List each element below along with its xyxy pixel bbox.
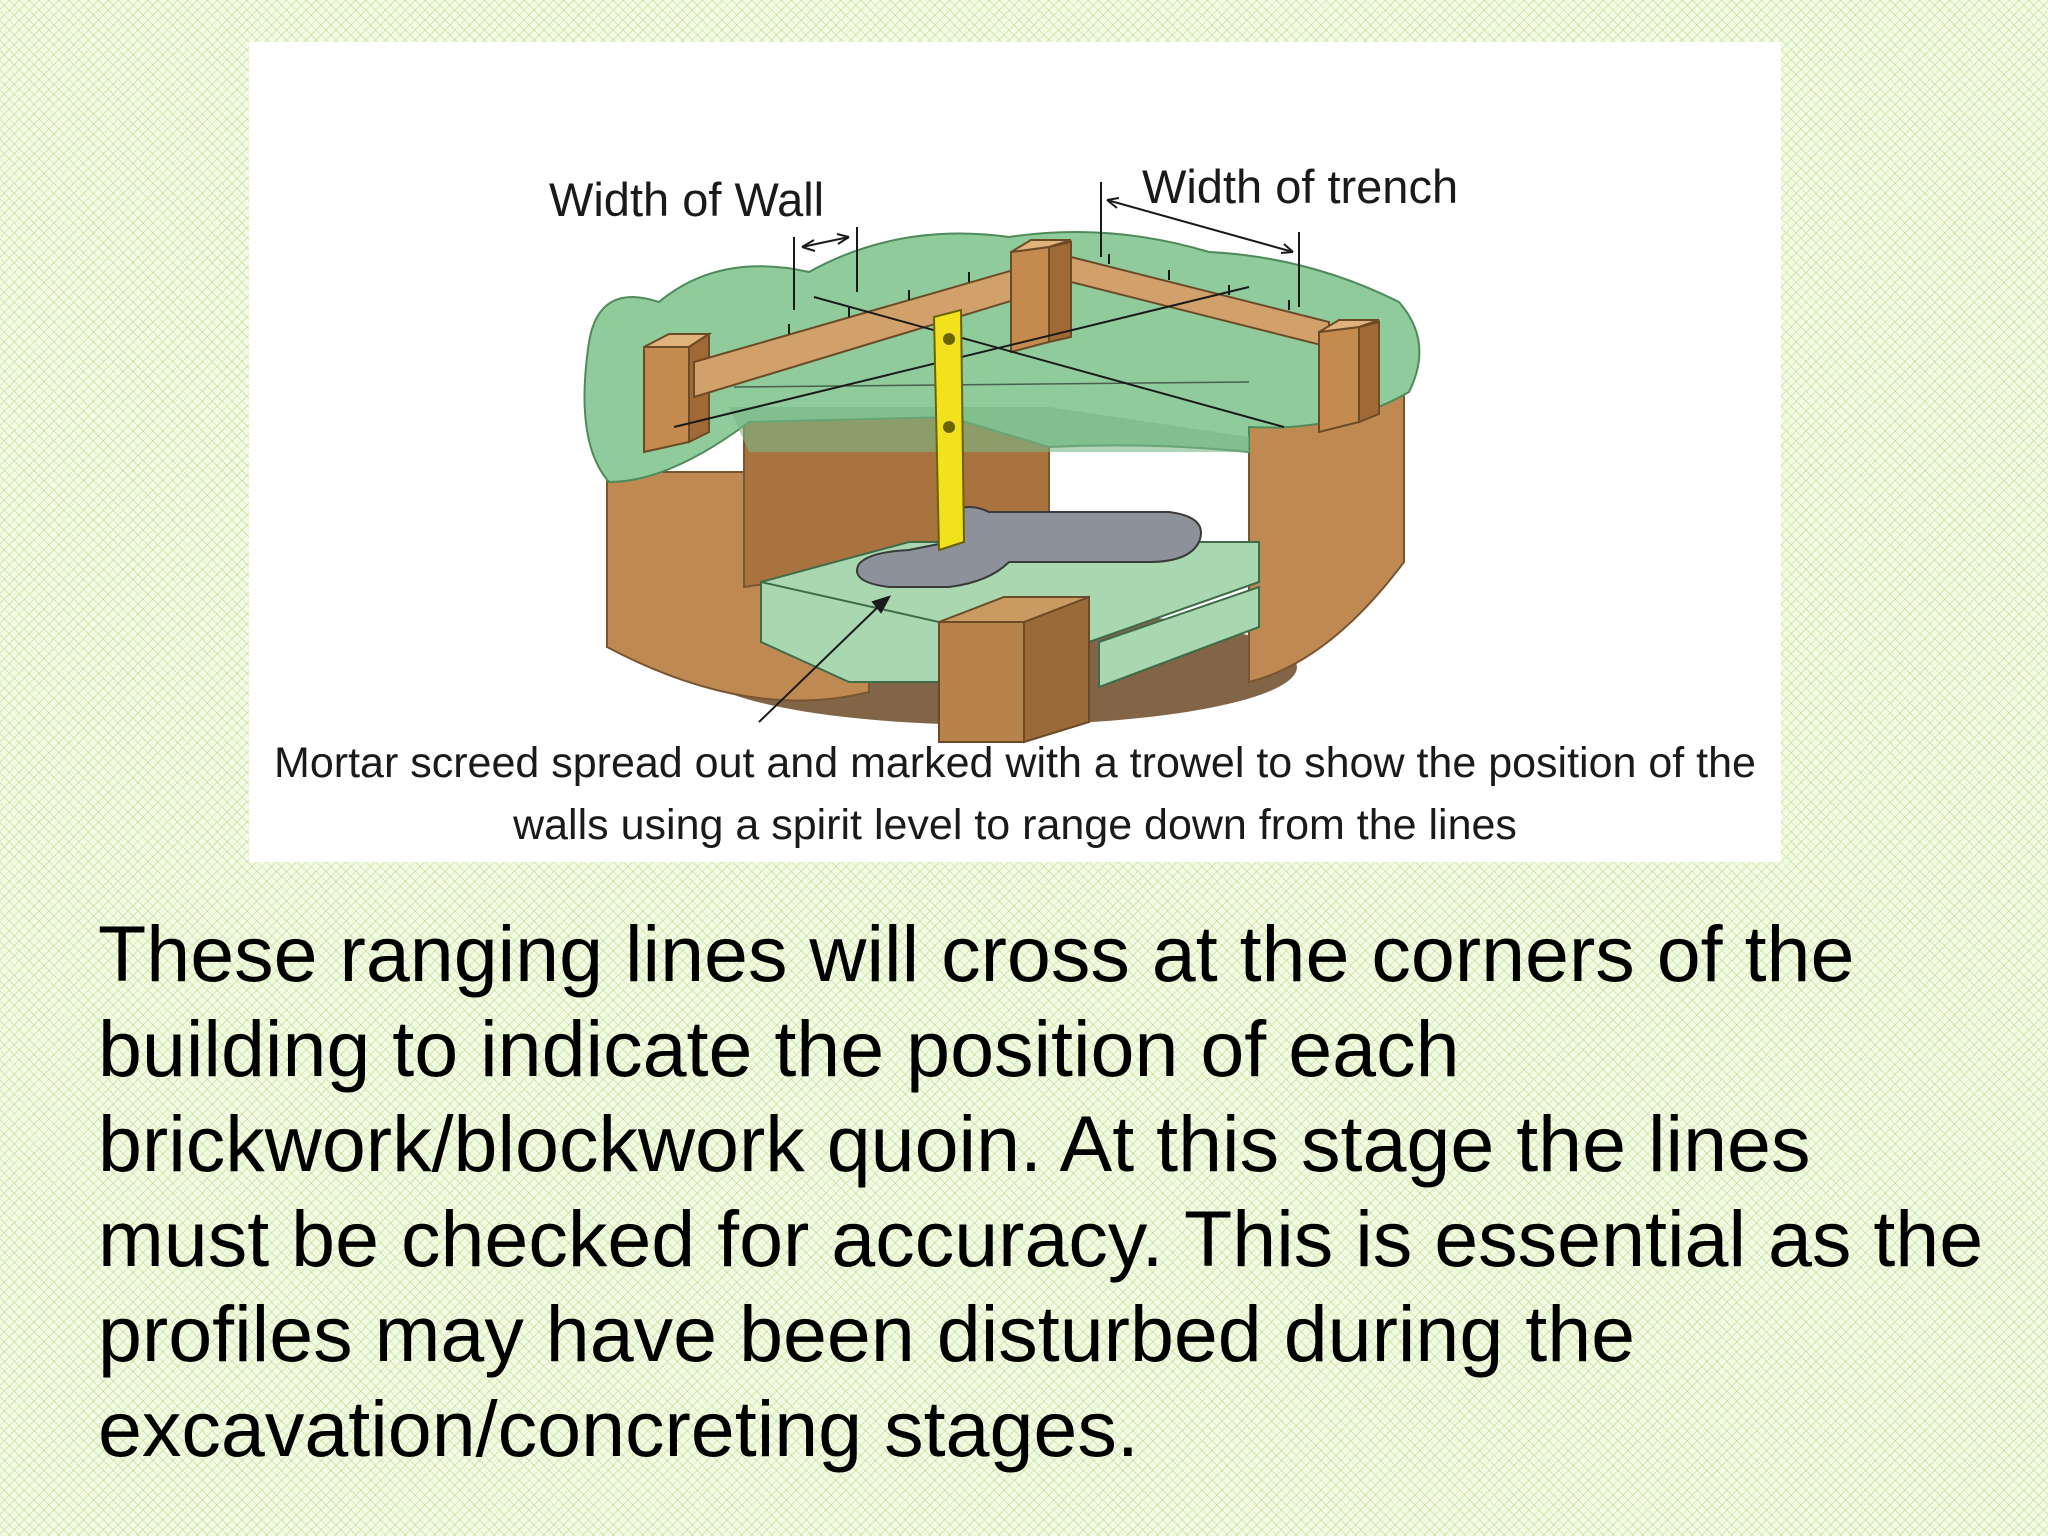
spirit-level-bubble — [943, 421, 955, 433]
right-stake-side — [1358, 320, 1380, 424]
figure-caption: Mortar screed spread out and marked with… — [274, 739, 1756, 849]
brick-column-top — [938, 596, 1090, 623]
wall-width-dimension — [793, 227, 858, 310]
body-paragraph: These ranging lines will cross at the co… — [98, 909, 1984, 1473]
right-stake-top — [1318, 319, 1380, 333]
concrete-front-right — [1098, 585, 1260, 689]
left-stake — [643, 335, 690, 454]
concrete-front-left — [760, 580, 940, 683]
foundation-diagram — [583, 182, 1421, 744]
brick-column-front — [938, 621, 1025, 743]
trench-opening — [729, 407, 1249, 452]
ranging-line — [813, 296, 1285, 428]
profile-nails — [788, 254, 1290, 334]
figure-panel: Width of Wall Width of trench Mortar scr… — [249, 42, 1781, 862]
width-of-trench-label: Width of trench — [1142, 160, 1459, 213]
spirit-level-bubble — [943, 333, 955, 345]
right-stake — [1318, 325, 1360, 434]
trench-width-dimension — [1100, 182, 1300, 307]
soil-right-face — [1248, 375, 1405, 684]
corner-stake-top — [1010, 239, 1072, 253]
mortar-pointer-arrow — [758, 595, 892, 723]
width-of-wall-label: Width of Wall — [549, 173, 825, 226]
ranging-line — [733, 381, 1250, 388]
corner-stake-side — [1048, 240, 1072, 344]
